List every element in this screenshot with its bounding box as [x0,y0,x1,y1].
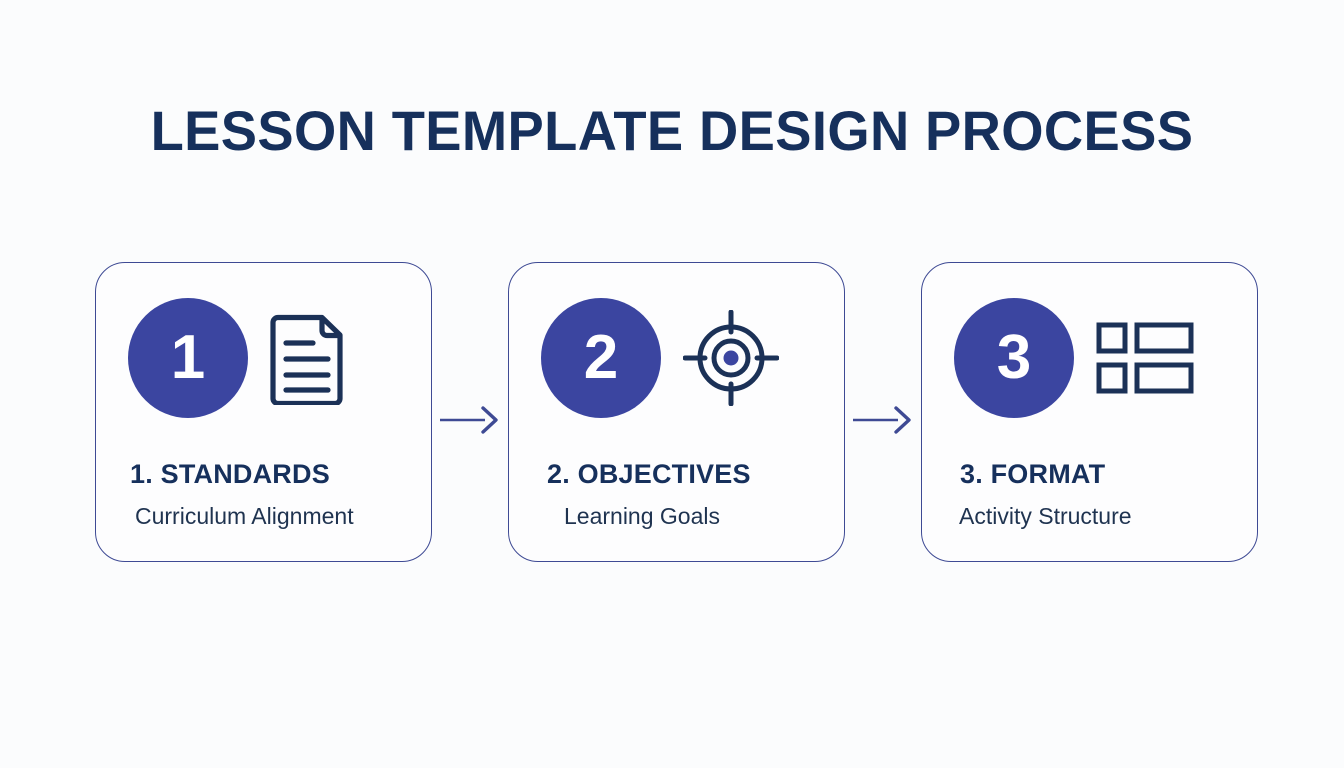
step-2-number-badge: 2 [541,298,661,418]
page-title: LESSON TEMPLATE DESIGN PROCESS [150,99,1194,162]
connector-2 [845,262,921,562]
arrow-right-icon [440,405,498,434]
step-2-icon-group: 2 [541,298,779,418]
arrow-right-icon [853,405,911,434]
step-2-title: 2. OBJECTIVES [547,459,751,489]
process-step-card-2[interactable]: 2 2. OBJECTIVES Learning Goals [508,262,845,562]
step-2-subtitle: Learning Goals [564,503,720,529]
target-icon [683,310,779,406]
process-flow: 1 1. STANDARDS Curriculum Alignment [95,262,1259,562]
step-1-subtitle: Curriculum Alignment [135,503,354,529]
step-3-icon-group: 3 [954,298,1194,418]
layout-list-icon [1096,322,1194,394]
document-icon [270,311,348,405]
step-3-number-badge: 3 [954,298,1074,418]
step-1-number-badge: 1 [128,298,248,418]
connector-1 [432,262,508,562]
process-step-card-3[interactable]: 3 3. FORMAT Activity Structure [921,262,1258,562]
process-step-card-1[interactable]: 1 1. STANDARDS Curriculum Alignment [95,262,432,562]
step-1-title: 1. STANDARDS [130,459,330,489]
step-1-icon-group: 1 [128,298,348,418]
step-3-subtitle: Activity Structure [959,503,1132,529]
step-3-title: 3. FORMAT [960,459,1106,489]
